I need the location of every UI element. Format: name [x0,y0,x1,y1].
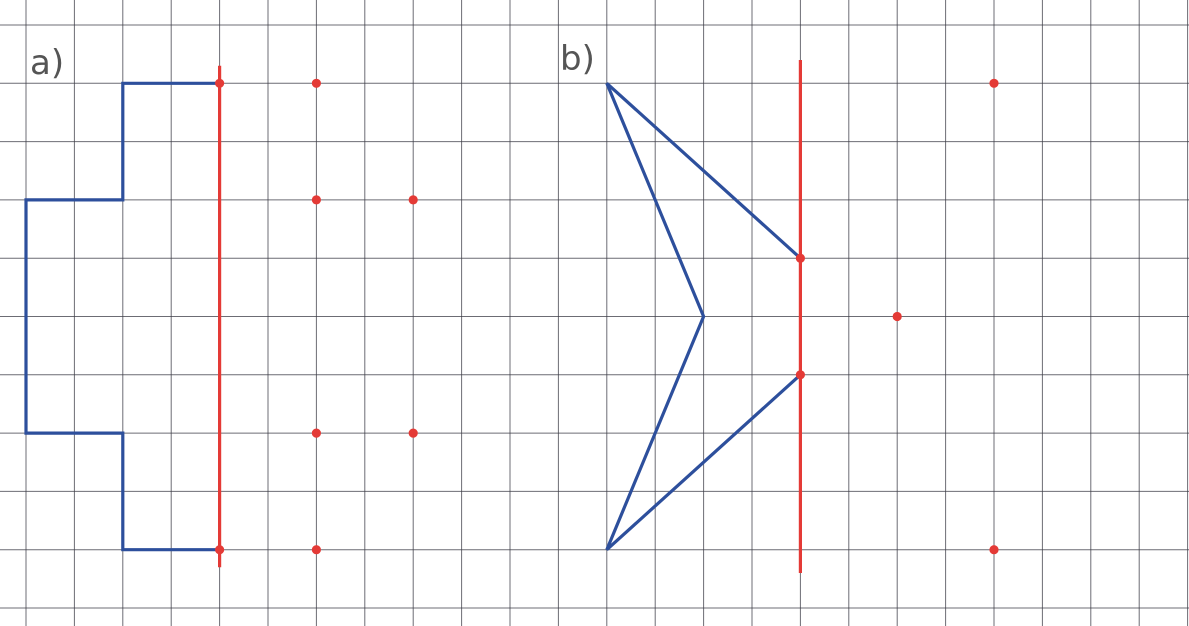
panel-b: b) [560,39,999,574]
point [989,78,999,88]
point [311,545,321,555]
point [795,370,806,380]
point [408,428,418,438]
point [215,545,225,555]
point [311,195,321,205]
panel-a: a) [24,43,418,568]
point [795,253,806,263]
shape-a [24,81,220,552]
point [311,78,321,88]
panel-a-label: a) [30,43,64,83]
point [311,428,321,438]
shape-b [605,82,802,551]
point [408,195,418,205]
point [215,78,225,88]
panel-b-label: b) [560,39,595,79]
point [892,311,902,322]
point [989,545,999,555]
